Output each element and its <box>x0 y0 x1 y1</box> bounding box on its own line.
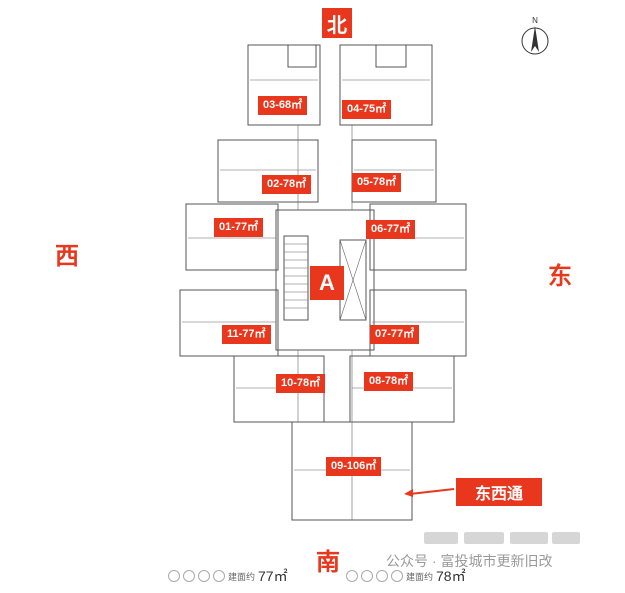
legend-dot <box>376 570 388 582</box>
west-label: 西 <box>55 243 79 270</box>
unit-10: 10-78㎡ <box>276 374 326 393</box>
blurred-text <box>510 532 548 544</box>
legend-dot <box>183 570 195 582</box>
legend-dot <box>391 570 403 582</box>
legend-dot <box>198 570 210 582</box>
blurred-text <box>552 532 580 544</box>
legend-dot <box>346 570 358 582</box>
blurred-text <box>424 532 458 544</box>
unit-05: 05-78㎡ <box>352 173 402 192</box>
cropped-title: ▔▔▔▔▔▔▔▔ <box>190 0 325 10</box>
unit-02: 02-78㎡ <box>262 175 312 194</box>
unit-04: 04-75㎡ <box>342 100 392 119</box>
unit-11: 11-77㎡ <box>222 325 271 344</box>
compass-icon: N <box>521 16 549 55</box>
legend-left: 建面约 77㎡ <box>168 566 288 586</box>
blurred-text <box>464 532 504 544</box>
unit-08: 08-78㎡ <box>364 372 414 391</box>
legend-right: 建面约 78㎡ <box>346 566 466 586</box>
compass-letter: N <box>532 16 538 25</box>
legend-left-value: 77㎡ <box>258 568 288 584</box>
east-label: 东 <box>548 263 572 290</box>
unit-03: 03-68㎡ <box>258 96 308 115</box>
south-label: 南 <box>316 549 340 576</box>
legend-dot <box>168 570 180 582</box>
arrow-icon <box>404 488 455 497</box>
watermark: 公众号 · 富投城市更新旧改 <box>386 553 553 569</box>
core-label: A <box>310 266 344 300</box>
legend-dot <box>213 570 225 582</box>
legend-right-prefix: 建面约 <box>406 571 434 582</box>
callout-tag: 东西通 <box>456 478 542 506</box>
unit-01: 01-77㎡ <box>214 218 264 237</box>
legend-right-value: 78㎡ <box>436 568 466 584</box>
legend-dot <box>361 570 373 582</box>
north-label: 北 <box>322 8 352 38</box>
unit-06: 06-77㎡ <box>366 220 416 239</box>
legend-left-prefix: 建面约 <box>228 571 256 582</box>
unit-09: 09-106㎡ <box>326 457 382 476</box>
unit-07: 07-77㎡ <box>370 325 420 344</box>
